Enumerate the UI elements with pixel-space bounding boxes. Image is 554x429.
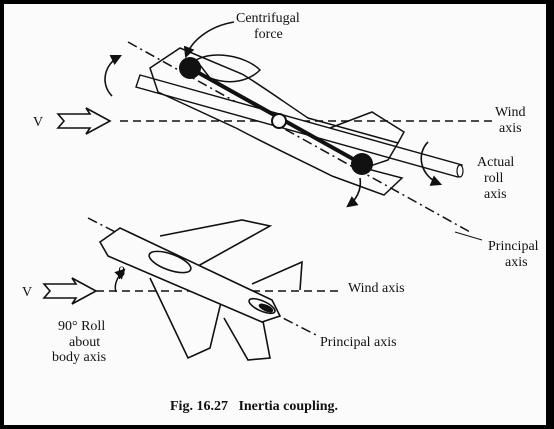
centrifugal-force-arrow-rear: [346, 177, 362, 208]
actual-roll-axis-rod: [135, 74, 464, 178]
principal-axis-label-top-line1: Principal: [488, 239, 539, 254]
principal-axis-leader-top: [454, 231, 483, 241]
roll-note-line2: about: [69, 335, 100, 350]
mass-dumbbell: [179, 57, 373, 175]
roll-rotation-arrow-rear: [420, 141, 443, 186]
roll-rotation-arrow-front: [104, 54, 123, 97]
beta-angle-arc: [114, 268, 126, 293]
actual-roll-axis-label-line1: Actual: [477, 155, 514, 170]
actual-roll-axis-label-line2: roll: [484, 171, 504, 186]
figure-caption: Fig. 16.27 Inertia coupling.: [170, 399, 338, 414]
actual-roll-axis-label-line3: axis: [484, 187, 507, 202]
wind-axis-label-top-line1: Wind: [495, 105, 526, 120]
velocity-arrow-top: [56, 107, 112, 135]
rear-mass: [351, 153, 373, 175]
velocity-label-bottom: V: [22, 285, 32, 300]
roll-note-line3: body axis: [52, 350, 106, 365]
centrifugal-force-label-line2: force: [254, 27, 283, 42]
centrifugal-force-label-line1: Centrifugal: [236, 11, 300, 26]
center-of-gravity: [271, 113, 287, 129]
wind-axis-label-bottom: Wind axis: [348, 281, 405, 296]
aircraft-bottom: [98, 219, 303, 361]
velocity-label-top: V: [33, 115, 43, 130]
roll-note-line1: 90° Roll: [58, 319, 105, 334]
figure-panel: Centrifugal force V Wind axis Actual rol…: [4, 4, 546, 425]
aircraft-top: [149, 47, 405, 196]
principal-axis-label-top-line2: axis: [505, 255, 528, 270]
velocity-arrow-bottom: [42, 277, 98, 305]
inertia-coupling-diagram: Centrifugal force V Wind axis Actual rol…: [22, 11, 539, 414]
front-mass: [179, 57, 201, 79]
principal-axis-label-bottom: Principal axis: [320, 335, 397, 350]
wind-axis-label-top-line2: axis: [499, 121, 522, 136]
centrifugal-force-arrow-front: [183, 21, 235, 59]
beta-label: β: [118, 265, 125, 280]
